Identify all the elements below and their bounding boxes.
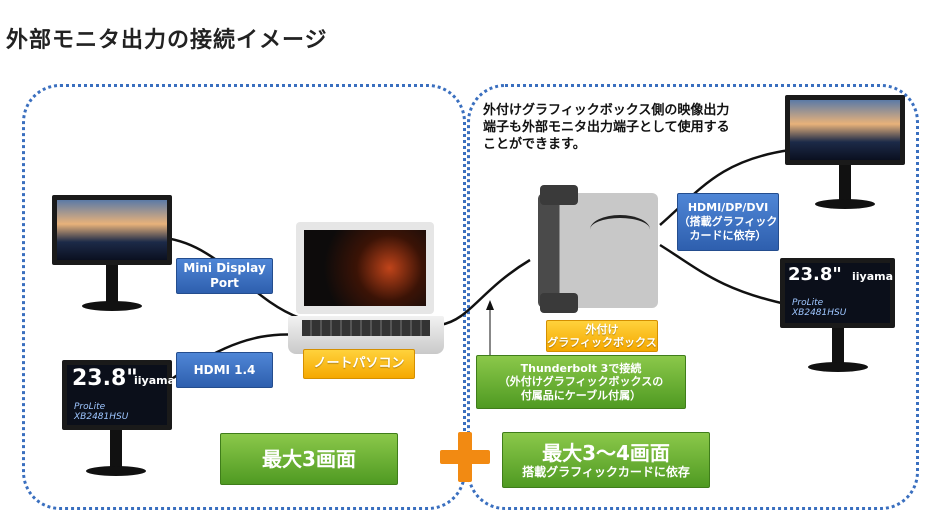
monitor-stand	[106, 265, 118, 305]
left-panel	[22, 84, 466, 510]
label-thunderbolt: Thunderbolt 3で接続 （外付けグラフィックボックスの 付属品にケーブ…	[476, 355, 686, 409]
page-title: 外部モニタ出力の接続イメージ	[6, 28, 328, 53]
graphics-box	[530, 185, 665, 315]
plus-icon	[440, 432, 490, 482]
monitor-base	[86, 466, 146, 476]
monitor-screen	[52, 195, 172, 265]
laptop	[288, 222, 448, 360]
monitor-stand	[832, 328, 844, 366]
monitor-screen	[780, 258, 895, 328]
monitor-screen	[62, 360, 172, 430]
monitor-base	[815, 199, 875, 209]
monitor-size-label: 23.8"	[788, 264, 842, 285]
monitor-stand	[839, 165, 851, 203]
monitor-model-label: ProLite XB2481HSU	[792, 298, 847, 318]
monitor-right-top	[785, 95, 910, 215]
label-thunderbolt-text: Thunderbolt 3で接続 （外付けグラフィックボックスの 付属品にケーブ…	[498, 362, 664, 402]
monitor-size-label: 23.8"	[72, 366, 138, 391]
monitor-brand-label: iiyama	[134, 374, 176, 387]
monitor-right-bottom: 23.8" iiyama ProLite XB2481HSU	[780, 258, 910, 378]
summary-max-3-4-text: 最大3～4画面	[542, 440, 670, 465]
label-notebook: ノートパソコン	[303, 349, 415, 379]
summary-max-3-4-subtext: 搭載グラフィックカードに依存	[522, 464, 690, 479]
monitor-screen	[785, 95, 905, 165]
monitor-left-top	[52, 195, 172, 315]
laptop-screen	[296, 222, 434, 314]
monitor-model-label: ProLite XB2481HSU	[74, 402, 129, 422]
label-hdmi-1-4: HDMI 1.4	[176, 352, 273, 388]
monitor-base	[808, 362, 868, 372]
summary-max-3-text: 最大3画面	[262, 447, 356, 471]
note-text: 外付けグラフィックボックス側の映像出力 端子も外部モニタ出力端子として使用する …	[483, 103, 730, 152]
label-mini-display-port: Mini Display Port	[176, 258, 273, 294]
monitor-base	[82, 301, 142, 311]
monitor-brand-label: iiyama	[852, 270, 894, 283]
label-hdmi-dp-dvi: HDMI/DP/DVI （搭載グラフィック カードに依存）	[677, 193, 779, 251]
label-graphics-box: 外付け グラフィックボックス	[546, 320, 658, 352]
laptop-base	[288, 316, 444, 354]
summary-max-3: 最大3画面	[220, 433, 398, 485]
summary-max-3-4: 最大3～4画面 搭載グラフィックカードに依存	[502, 432, 710, 488]
monitor-left-bottom: 23.8" iiyama ProLite XB2481HSU	[62, 360, 182, 485]
right-panel	[467, 84, 919, 510]
monitor-stand	[110, 430, 122, 470]
